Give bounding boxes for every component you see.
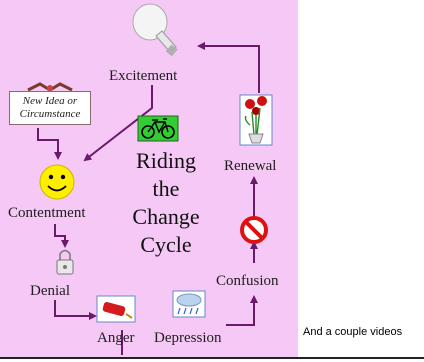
bicycle-icon	[137, 115, 179, 142]
flower-vase-icon	[239, 94, 273, 146]
label-renewal: Renewal	[224, 158, 277, 174]
rain-cloud-icon	[172, 290, 206, 318]
label-depression: Depression	[154, 330, 222, 346]
label-anger: Anger	[97, 330, 135, 346]
new-idea-box: New Idea or Circumstance	[9, 91, 91, 125]
label-contentment: Contentment	[8, 205, 86, 221]
side-note: And a couple videos	[303, 326, 403, 338]
arrow-renewal-to-excitement	[197, 42, 260, 93]
arrow-denial-to-anger	[54, 300, 97, 320]
arrow-depression-to-confusion	[226, 295, 258, 326]
new-idea-line1: New Idea or	[22, 95, 78, 107]
baseline-rule	[0, 357, 424, 359]
arrow-contentment-to-denial	[54, 224, 69, 248]
title-line-3: Change	[132, 204, 200, 229]
title-line-1: Riding	[136, 148, 196, 173]
label-denial: Denial	[30, 283, 70, 299]
label-excitement: Excitement	[109, 68, 178, 84]
no-sign-icon	[240, 216, 268, 244]
ribbon-icon	[27, 82, 73, 92]
title-line-2: the	[152, 176, 180, 201]
title-line-4: Cycle	[140, 232, 192, 257]
smiley-icon	[39, 164, 75, 200]
lightbulb-icon	[132, 3, 178, 57]
new-idea-line2: Circumstance	[19, 108, 81, 120]
label-confusion: Confusion	[216, 273, 279, 289]
arrow-excitement-to-contentment	[83, 85, 153, 162]
arrow-newidea-to-contentment	[37, 128, 62, 160]
firecracker-icon	[96, 295, 136, 323]
padlock-icon	[56, 249, 74, 275]
